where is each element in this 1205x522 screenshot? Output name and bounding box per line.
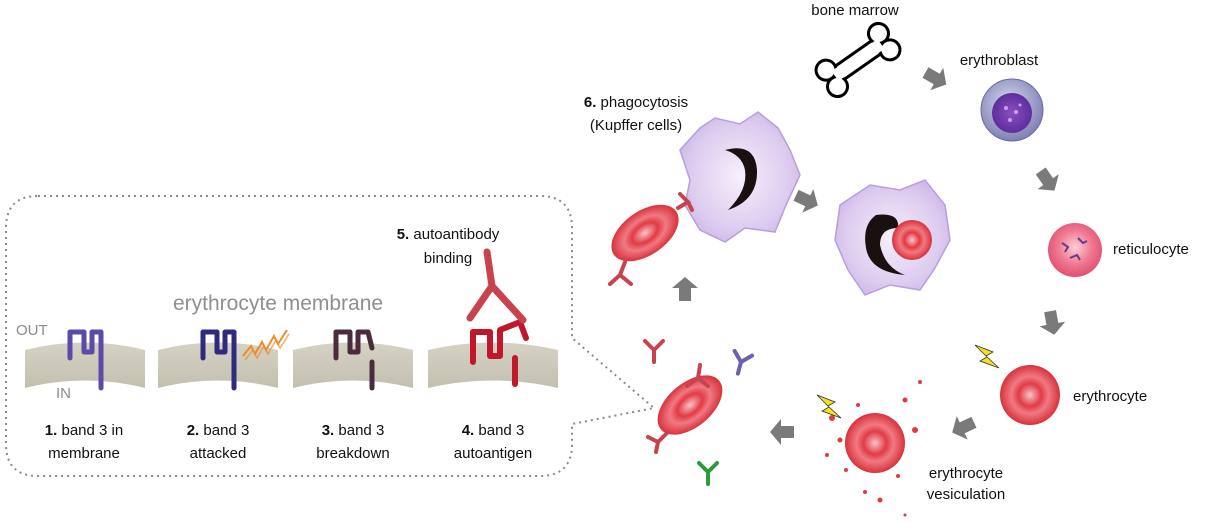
erythrocyte-cell	[1000, 365, 1060, 425]
membrane-segment-1	[25, 342, 145, 388]
step-3-text: band 3	[334, 422, 385, 439]
step-1-text: band 3 in	[57, 422, 124, 439]
step-3-num: 3.	[321, 422, 335, 439]
antibody-icon-red	[643, 339, 665, 364]
label-erythrocyte: erythrocyte	[1073, 388, 1148, 405]
lightning-icon-2	[816, 394, 842, 419]
arrow-erythrocyte-to-vesiculation	[946, 410, 980, 445]
membrane-segment-4	[428, 342, 558, 388]
step-4-line1: 4. band 3	[462, 420, 525, 441]
label-phagocytosis-text: phagocytosis	[596, 94, 689, 111]
antibody-link-upper	[676, 192, 694, 212]
opsonized-erythrocyte-upper	[611, 204, 679, 262]
antibody-icon-green	[697, 461, 719, 486]
arrow-phagocytosis-to-engulf	[790, 183, 824, 218]
membrane-segment-2	[158, 342, 278, 388]
step-4-num: 4.	[461, 422, 475, 439]
label-reticulocyte: reticulocyte	[1113, 241, 1189, 258]
reticulocyte-cell	[1048, 223, 1102, 277]
label-out: OUT	[16, 322, 48, 339]
opsonized-erythrocyte-lower	[657, 375, 723, 435]
arrow-vesiculation-to-binding	[770, 419, 794, 445]
step-1-line1: 1. band 3 in	[45, 420, 123, 441]
step-4-line2: autoantigen	[453, 445, 533, 462]
step-3-line2: breakdown	[316, 445, 390, 462]
band3-autoantigen-icon	[470, 319, 529, 365]
label-autoantibody-text: autoantibody	[409, 226, 500, 243]
label-phagocytosis-num: 6.	[583, 94, 597, 111]
lightning-icon	[974, 344, 1000, 369]
kupffer-cell-engulfing	[834, 179, 951, 296]
arrow-binding-to-phagocytosis	[672, 277, 698, 301]
label-autoantibody-num: 5.	[396, 226, 410, 243]
antibody-icon-purple	[727, 348, 755, 378]
arrow-bone-to-erythroblast	[918, 61, 953, 96]
step-2-num: 2.	[186, 422, 200, 439]
callout-box	[5, 195, 657, 477]
label-vesiculation-1: erythrocyte	[928, 465, 1004, 482]
step-2-text: band 3	[199, 422, 250, 439]
label-phagocytosis-1: 6. phagocytosis	[584, 92, 688, 113]
label-bone-marrow: bone marrow	[811, 2, 899, 19]
step-2-line1: 2. band 3	[187, 420, 250, 441]
label-autoantibody-2: binding	[423, 250, 473, 267]
kupffer-cell	[679, 111, 801, 243]
antibody-upper-tail	[608, 260, 633, 286]
band3-attacked-icon	[200, 329, 237, 391]
step-4-text: band 3	[474, 422, 525, 439]
label-phagocytosis-2: (Kupffer cells)	[589, 117, 683, 134]
label-autoantibody-1: 5. autoantibody	[397, 224, 500, 245]
step-1-num: 1.	[44, 422, 58, 439]
label-vesiculation-2: vesiculation	[926, 486, 1006, 503]
antibody-lower-left	[646, 430, 670, 454]
step-2-line2: attacked	[189, 445, 247, 462]
bone-icon	[814, 21, 902, 99]
label-membrane-title: erythrocyte membrane	[173, 292, 384, 315]
label-in: IN	[56, 385, 71, 402]
antibody-lower-top	[685, 363, 710, 388]
arrow-erythroblast-to-reticulocyte	[1030, 163, 1066, 199]
erythroblast-cell	[980, 78, 1044, 142]
step-3-line1: 3. band 3	[322, 420, 385, 441]
arrow-reticulocyte-to-erythrocyte	[1037, 308, 1068, 338]
band3-breakdown-icon	[333, 329, 375, 361]
label-erythroblast: erythroblast	[959, 52, 1039, 69]
zigzag-icon-2	[244, 333, 290, 361]
membrane-segment-3	[293, 342, 413, 388]
step-1-line2: membrane	[48, 445, 120, 462]
vesiculating-erythrocyte	[825, 380, 922, 517]
antibody-icon-large	[466, 248, 527, 324]
band3-normal-icon	[67, 329, 104, 391]
